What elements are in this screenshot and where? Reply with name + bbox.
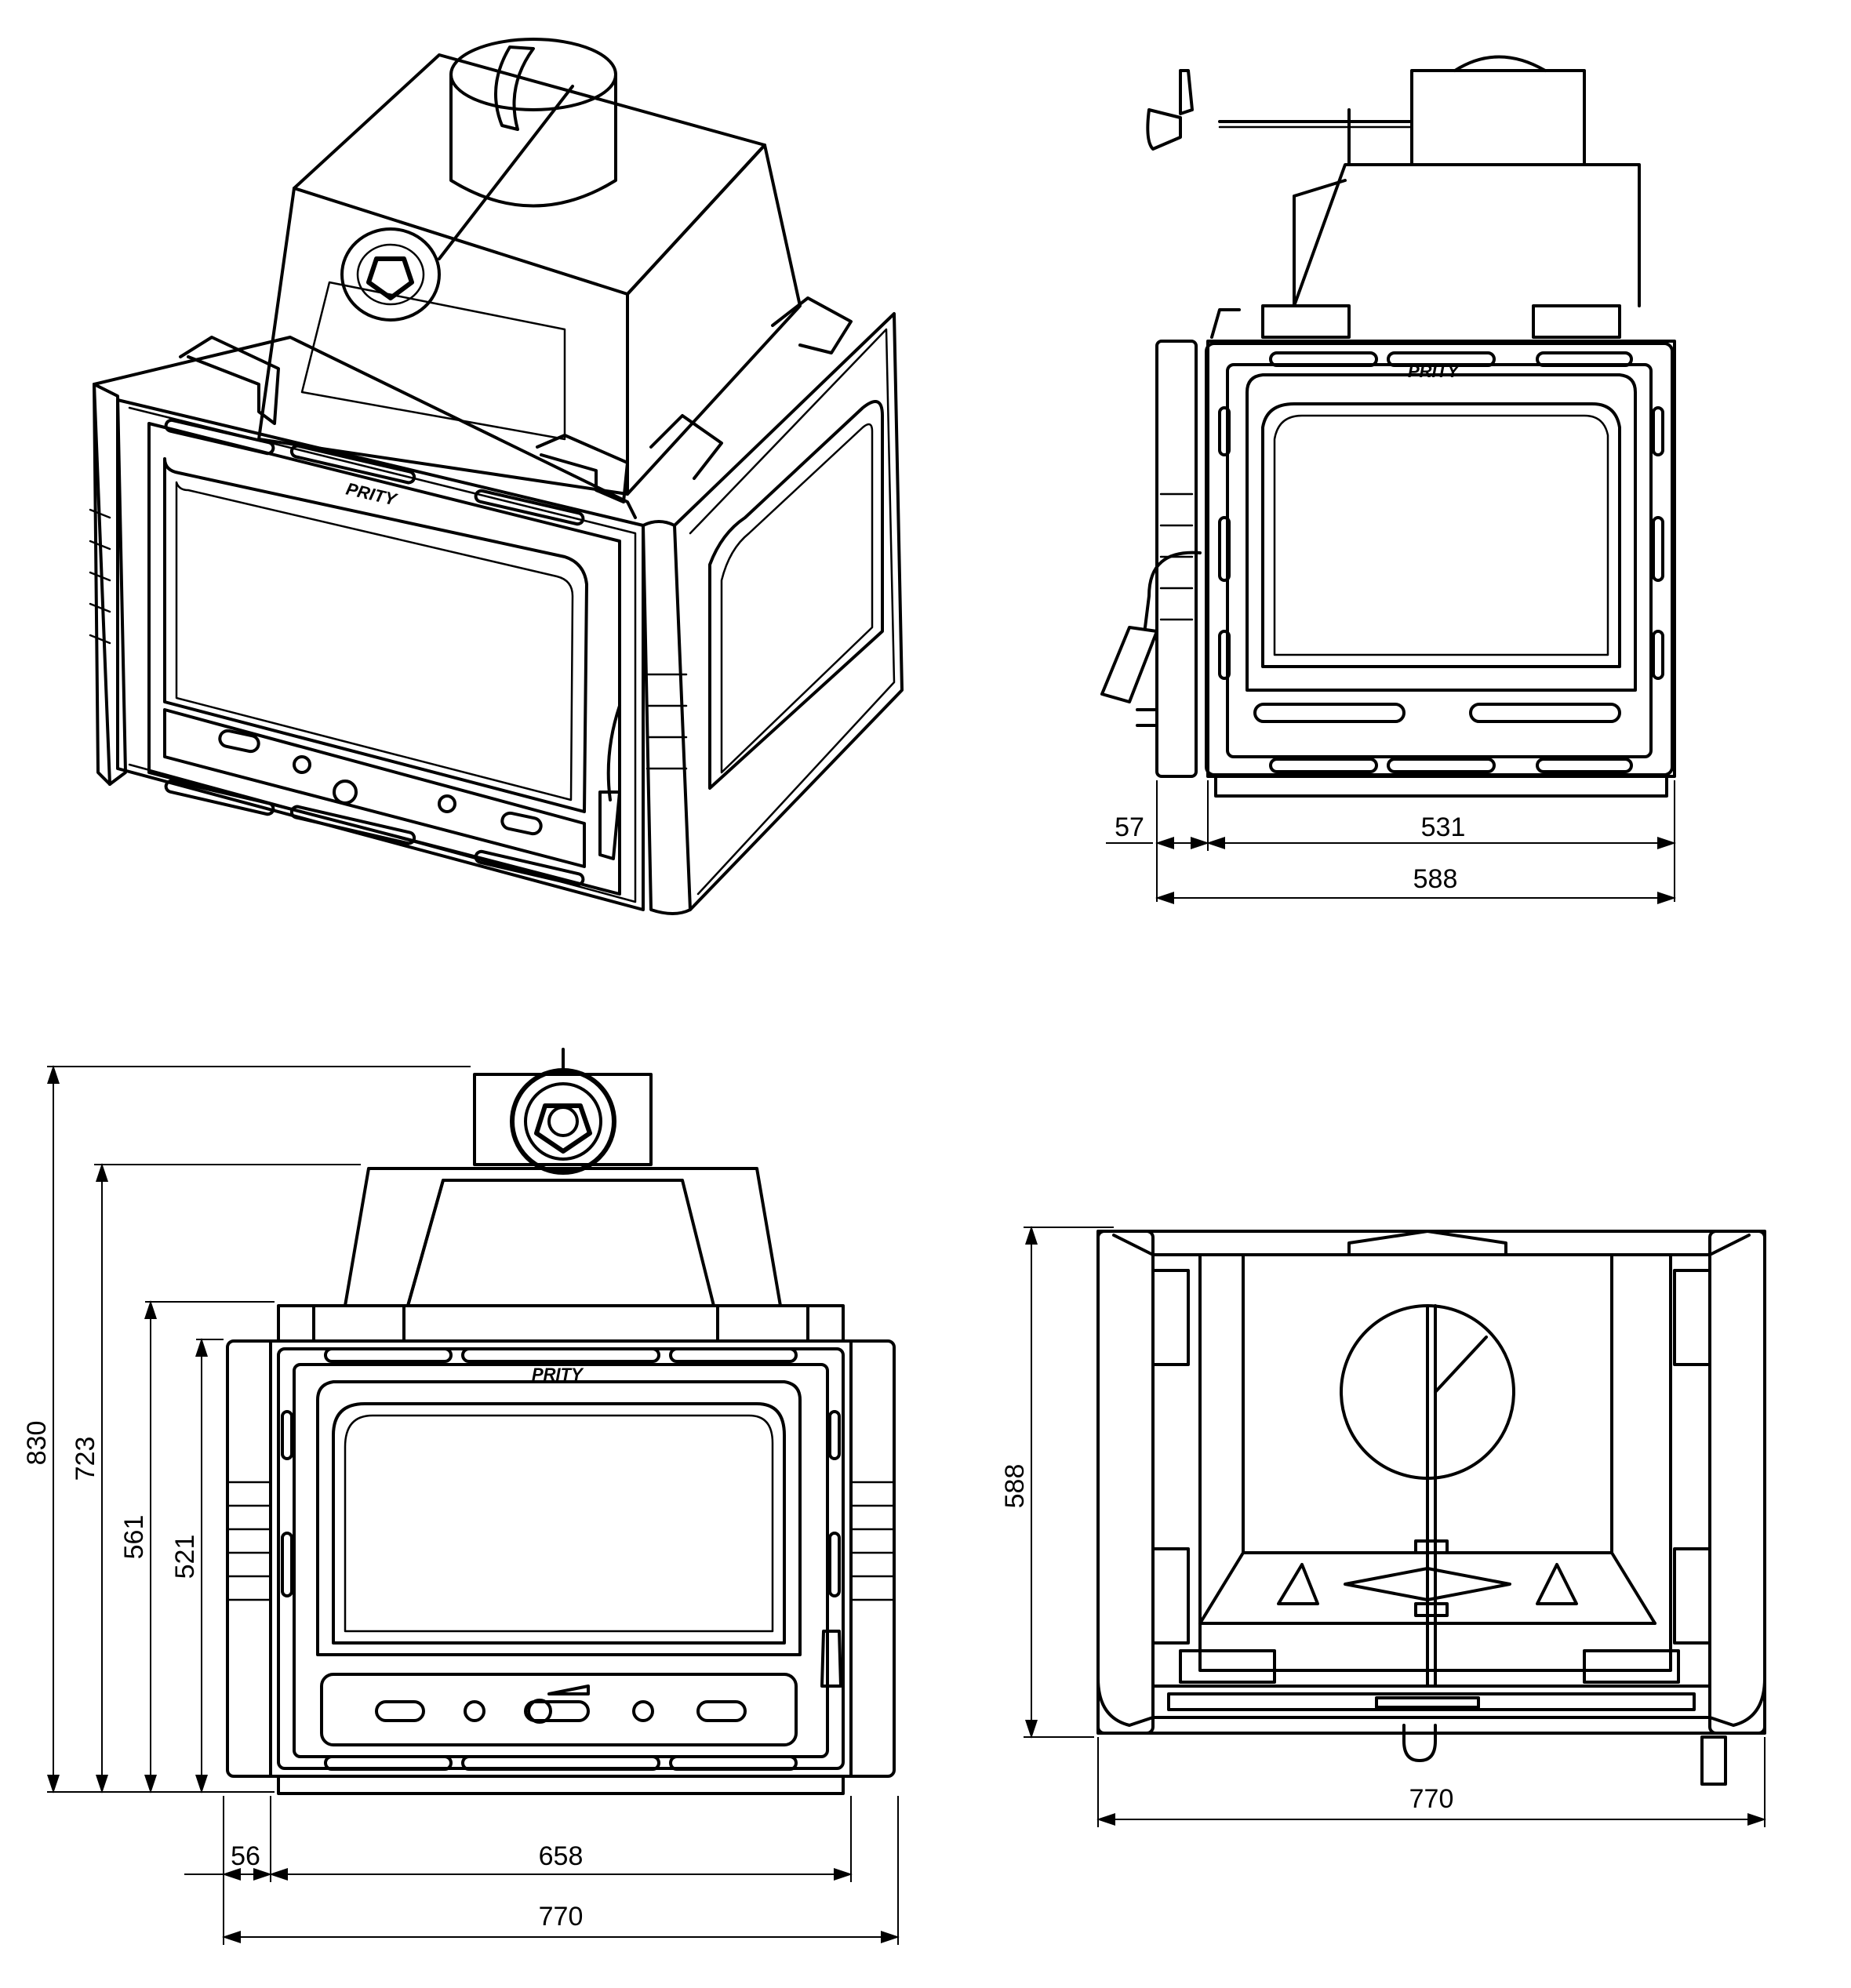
top-dim-depth: 588 <box>1000 1464 1030 1509</box>
front-dim-height-body: 723 <box>71 1437 100 1481</box>
front-dim-height-frame: 561 <box>119 1515 149 1560</box>
iso-front-frame <box>116 398 645 911</box>
front-flue-box <box>473 1073 653 1166</box>
side-handle <box>1100 626 1158 703</box>
front-ash-panel <box>320 1673 798 1746</box>
front-damper-wheel <box>510 1068 616 1175</box>
top-handle <box>1700 1735 1727 1786</box>
side-damper-knob <box>1146 108 1182 151</box>
top-view: 588 770 <box>1000 1226 1766 1827</box>
iso-flue-collar <box>438 38 617 260</box>
front-dim-inner-width: 658 <box>539 1841 584 1871</box>
front-brand-logo: PRITY <box>532 1365 584 1384</box>
iso-side-panel <box>673 312 904 911</box>
front-dim-offset: 56 <box>231 1841 260 1871</box>
front-handle <box>820 1630 842 1688</box>
front-dim-height-overall: 830 <box>22 1421 52 1466</box>
side-dim-offset: 57 <box>1115 812 1144 842</box>
isometric-view: PRITY <box>89 38 904 915</box>
front-hood <box>344 1167 782 1307</box>
front-dim-overall-width: 770 <box>539 1902 584 1932</box>
front-body <box>226 1339 896 1778</box>
front-view: PRITY 830 723 561 521 56 658 770 <box>22 1048 900 1945</box>
side-flue <box>1410 69 1586 166</box>
iso-door <box>163 457 588 813</box>
side-door-glass <box>1246 373 1637 692</box>
front-dim-height-door: 521 <box>170 1535 200 1579</box>
iso-hood-top <box>293 53 766 296</box>
side-view: PRITY 57 531 588 <box>1100 55 1676 904</box>
side-brand-logo: PRITY <box>1408 362 1460 381</box>
side-dim-inner-width: 531 <box>1421 812 1466 842</box>
iso-damper-wheel <box>340 227 441 322</box>
iso-hood-front <box>257 187 629 496</box>
side-dim-overall-width: 588 <box>1413 864 1458 894</box>
front-door <box>316 1380 802 1656</box>
top-dim-width: 770 <box>1409 1784 1454 1814</box>
